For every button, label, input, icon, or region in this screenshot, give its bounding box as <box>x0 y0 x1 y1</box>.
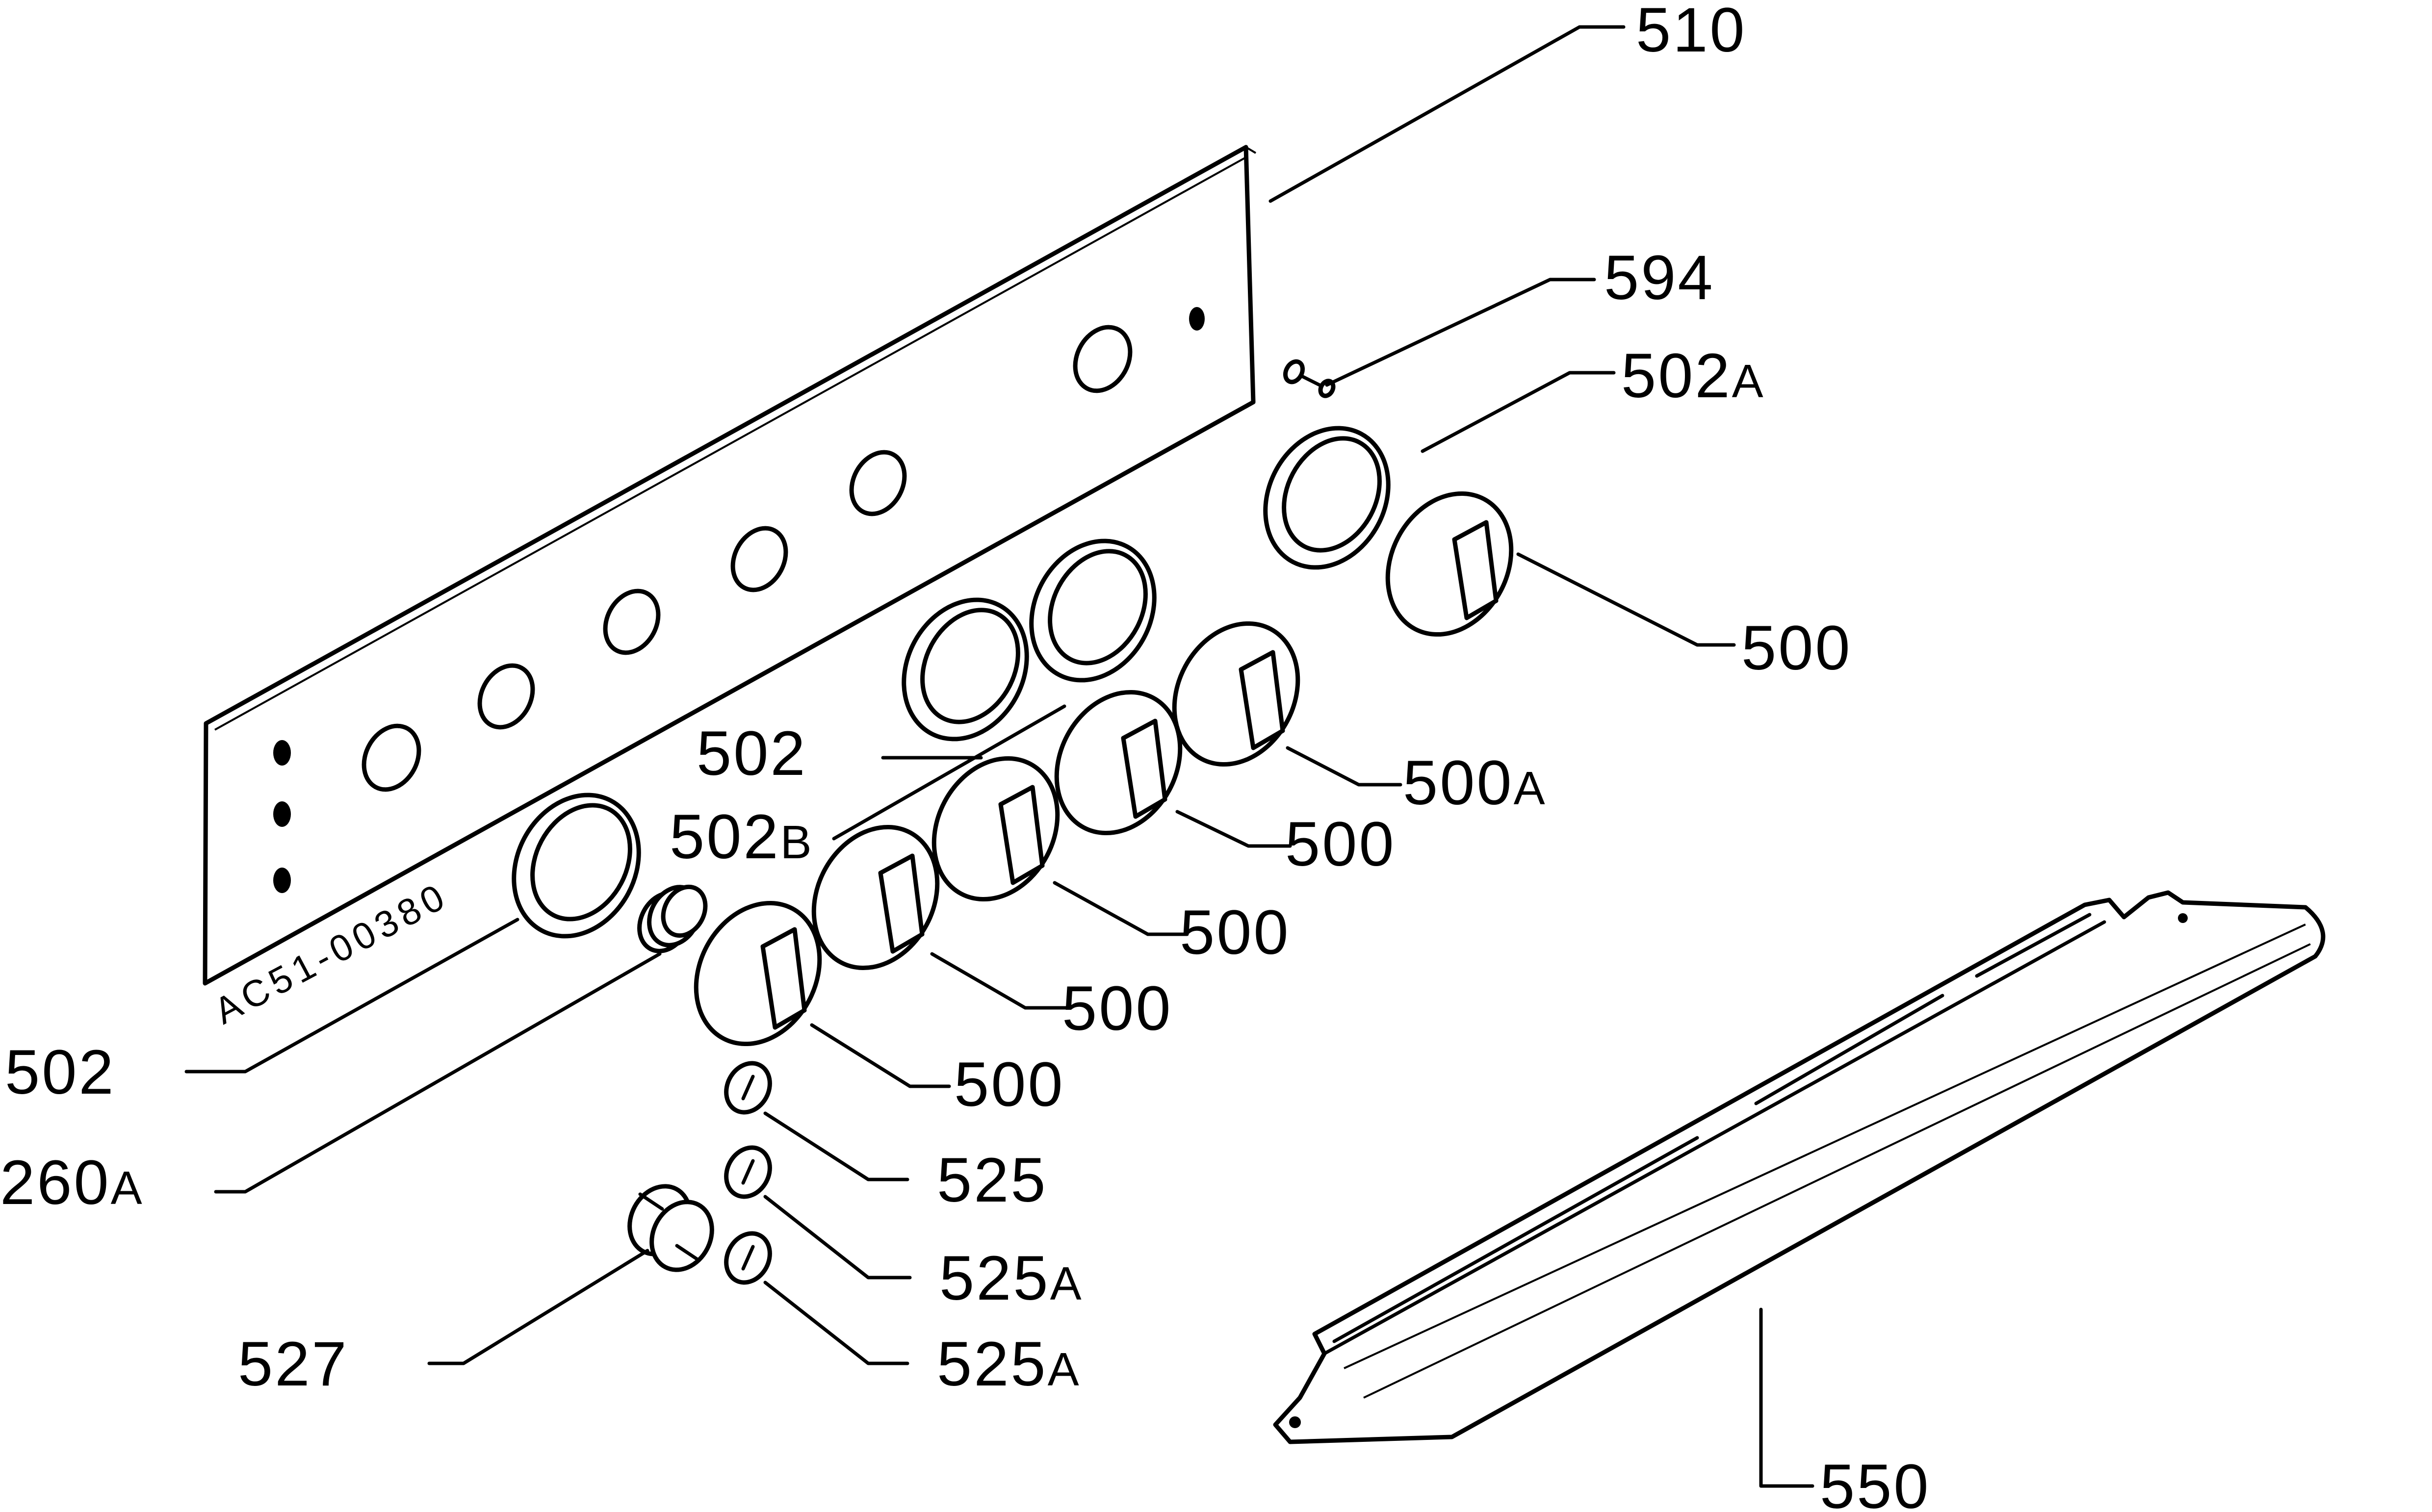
label-500-knob1: 500 <box>954 1050 1065 1120</box>
label-594: 594 <box>1604 243 1715 313</box>
ring-502b <box>1029 538 1157 683</box>
knob-3 <box>931 756 1060 902</box>
label-510: 510 <box>1636 0 1747 65</box>
label-500-knob4: 500 <box>1285 809 1396 879</box>
trim-strip <box>1273 890 2326 1444</box>
ring-502a <box>1263 426 1391 570</box>
label-527: 527 <box>238 1329 349 1399</box>
label-525: 525 <box>937 1145 1048 1215</box>
insert-525a-2 <box>724 1231 772 1285</box>
knob-1 <box>694 900 822 1047</box>
label-502-left: 502 <box>5 1037 116 1107</box>
insert-525 <box>724 1061 772 1115</box>
label-502a: 502A <box>1621 341 1765 411</box>
knob-right <box>1385 491 1514 637</box>
label-500-knob2: 500 <box>1062 974 1173 1044</box>
label-500-knob3: 500 <box>1180 897 1291 968</box>
screw <box>1283 359 1336 398</box>
leader-lines <box>184 25 1814 1488</box>
label-502-middle: 502 <box>697 718 807 789</box>
label-260a: 260A <box>0 1148 144 1218</box>
ring-502-left <box>512 793 641 939</box>
spring <box>637 884 708 953</box>
label-502b: 502B <box>670 802 814 872</box>
knob-4 <box>1054 690 1183 836</box>
ring-502-middle <box>902 597 1029 742</box>
label-525a-2: 525A <box>937 1329 1081 1399</box>
knob-500a <box>1172 621 1300 767</box>
button-527 <box>627 1184 714 1272</box>
knob-2 <box>811 824 940 971</box>
label-500a: 500A <box>1403 748 1547 818</box>
label-525a-1: 525A <box>939 1243 1084 1313</box>
label-500-right: 500 <box>1741 613 1852 683</box>
insert-525a-1 <box>724 1145 772 1199</box>
label-550: 550 <box>1820 1452 1931 1512</box>
